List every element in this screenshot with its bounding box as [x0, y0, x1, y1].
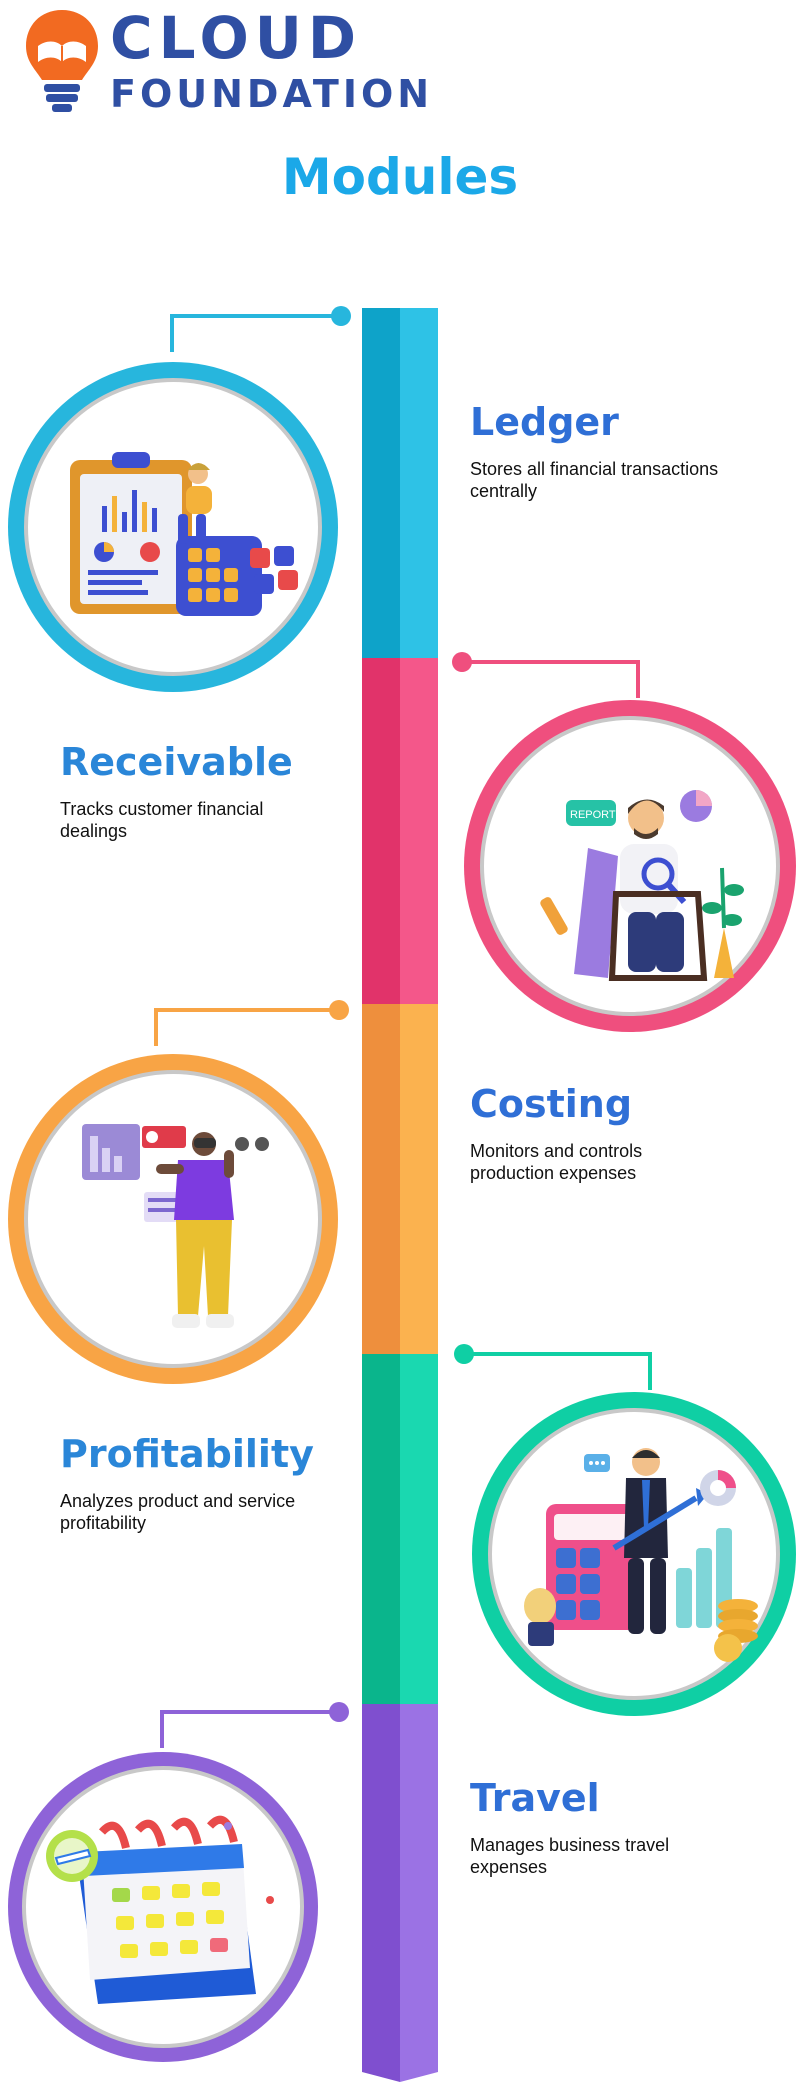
module-description-receivable: Tracks customer financial dealings — [60, 799, 264, 841]
page-title: Modules — [281, 148, 519, 206]
module-description-costing: Monitors and controls production expense… — [470, 1141, 643, 1183]
calendar-airplane-illustration — [46, 1815, 274, 2004]
timeline-bottom-cap — [362, 2056, 438, 2082]
timeline-segment-receivable — [362, 658, 438, 1012]
module-heading-travel: Travel — [470, 1776, 600, 1820]
connector-receivable — [452, 652, 640, 698]
timeline-segment-travel — [362, 1704, 438, 2064]
module-description-travel: Manages business travel expenses — [470, 1835, 670, 1877]
businessman-growth-calculator-illustration — [524, 1448, 758, 1662]
connector-ledger — [170, 306, 351, 352]
person-presenting-charts-illustration — [82, 1124, 269, 1328]
logo-line-cloud: CLOUD — [110, 4, 363, 72]
timeline-segment-profitability — [362, 1354, 438, 1712]
travel-ring-inner — [22, 1766, 304, 2048]
module-heading-costing: Costing — [470, 1082, 633, 1126]
module-description-ledger: Stores all financial transactions centra… — [470, 459, 719, 501]
timeline-segment-costing — [362, 1004, 438, 1362]
lightbulb-book-icon — [26, 10, 98, 112]
module-heading-receivable: Receivable — [60, 740, 293, 784]
timeline-segment-ledger — [362, 308, 438, 666]
connector-travel — [160, 1702, 349, 1748]
logo-line-foundation: FOUNDATION — [110, 72, 434, 116]
connector-profitability — [454, 1344, 652, 1390]
man-reviewing-report-illustration: REPORT — [540, 790, 744, 981]
module-heading-profitability: Profitability — [60, 1432, 314, 1476]
timeline-top-cap — [362, 308, 438, 320]
clipboard-chart-calculator-illustration — [70, 452, 298, 616]
module-description-profitability: Analyzes product and service profitabili… — [60, 1491, 296, 1533]
report-label: REPORT — [570, 809, 616, 821]
connector-costing — [154, 1000, 349, 1046]
module-heading-ledger: Ledger — [470, 400, 619, 444]
